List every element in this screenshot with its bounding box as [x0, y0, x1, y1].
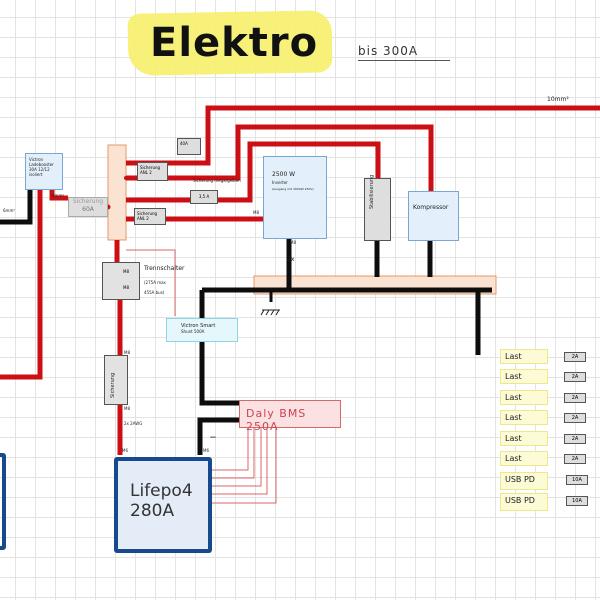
m6-neg-label: M6	[203, 448, 209, 453]
inverter-note: (Ausgang mit 3000W 230V)	[272, 187, 314, 191]
load-fuse-value: 10A	[572, 477, 582, 483]
left-cable-label: 6mm²	[3, 208, 15, 213]
main-fuse-label: Sicherung	[110, 372, 116, 398]
fuse-60a[interactable]: Sicherung 60A	[68, 197, 108, 217]
ground-icon	[260, 309, 280, 316]
fuse-anl-2[interactable]: Sicherung ANL 2	[134, 208, 166, 225]
fuse-anl-1[interactable]: Sicherung ANL 2	[137, 162, 168, 181]
shunt-label: Victron Smart	[181, 323, 216, 329]
wire-stabilizer	[126, 124, 434, 192]
battery-capacity: 280A	[130, 501, 175, 521]
inverter-subtitle: Inverter	[272, 180, 288, 185]
subtitle: bis 300A	[358, 44, 450, 61]
switch-note-1: (275A max	[144, 280, 166, 285]
load-fuse[interactable]: 2A	[564, 372, 586, 382]
load-fuse-value: 2A	[571, 456, 579, 462]
load-item[interactable]: USB PD	[500, 493, 548, 511]
load-item[interactable]: Last	[500, 349, 548, 364]
charger-box[interactable]: Victron Ladebooster 30A 12/12 isoliert	[25, 153, 63, 190]
load-label: Last	[505, 352, 522, 361]
load-fuse[interactable]: 2A	[564, 413, 586, 423]
charger-label: Victron Ladebooster 30A 12/12 isoliert	[29, 157, 54, 177]
load-fuse[interactable]: 2A	[564, 434, 586, 444]
load-fuse[interactable]: 10A	[566, 496, 588, 506]
load-label: USB PD	[505, 475, 535, 484]
wire-shunt-bms	[199, 342, 240, 406]
bms-box[interactable]: Daly BMS 250A	[239, 400, 341, 433]
inverter-m8-label: M8	[253, 210, 259, 215]
wire-charger-out	[49, 190, 68, 201]
battery-box[interactable]: Lifepo4 280A	[114, 457, 212, 553]
battery-cable-label: 2x 2AWG	[124, 421, 143, 426]
minus-sign: —	[210, 434, 216, 441]
load-label: Last	[505, 413, 522, 422]
positive-busbar	[107, 144, 127, 241]
switch-pin-top: M8	[123, 269, 129, 274]
load-item[interactable]: Last	[500, 410, 548, 425]
fuse-60a-value: 60A	[82, 206, 94, 213]
fuse-anl-1-label: Sicherung	[140, 165, 161, 170]
fuse-mega[interactable]: 3,5 A	[190, 190, 218, 204]
load-fuse-value: 2A	[571, 354, 579, 360]
load-item[interactable]: Last	[500, 451, 548, 466]
load-label: Last	[505, 393, 522, 402]
load-fuse[interactable]: 2A	[564, 352, 586, 362]
load-label: Last	[505, 434, 522, 443]
m8-b-label: M8	[124, 406, 130, 411]
disconnect-switch[interactable]: M8 M8	[102, 262, 140, 300]
inverter-box[interactable]: 2500 W Inverter (Ausgang mit 3000W 230V)	[263, 156, 327, 239]
stabilizer-label: Stabilisierung	[369, 174, 375, 209]
load-fuse-value: 2A	[571, 374, 579, 380]
load-fuse-value: 2A	[571, 436, 579, 442]
m6-pos-label: M6	[122, 448, 128, 453]
load-label: Last	[505, 372, 522, 381]
wire-bms-battery	[197, 417, 240, 455]
inverter-neg-label: 2x	[287, 256, 295, 263]
load-label: USB PD	[505, 496, 535, 505]
fuse-40a[interactable]: 40A	[177, 138, 201, 155]
compressor-box[interactable]: Kompressor	[408, 191, 459, 241]
switch-pin-bottom: M8	[123, 285, 129, 290]
bms-label: Daly BMS 250A	[246, 407, 307, 433]
load-label: Last	[505, 454, 522, 463]
load-item[interactable]: Last	[500, 390, 548, 405]
load-fuse-value: 2A	[571, 415, 579, 421]
battery-type: Lifepo4	[130, 481, 193, 501]
inverter-title: 2500 W	[272, 171, 296, 178]
wire-charger-neg	[0, 190, 33, 225]
fuse-40a-value: 40A	[180, 141, 188, 146]
wire-charger-in	[0, 190, 43, 380]
fuse-mega-label: Sicherung mega/gelben	[193, 178, 241, 183]
main-fuse[interactable]: Sicherung	[104, 355, 128, 405]
load-fuse-value: 2A	[571, 395, 579, 401]
page-title: Elektro	[150, 20, 319, 66]
fuse-anl-2-label: Sicherung	[137, 211, 158, 216]
load-fuse-value: 10A	[572, 498, 582, 504]
shunt-sublabel: Shunt 500A	[181, 329, 205, 334]
stabilizer-box[interactable]: Stabilisierung	[364, 175, 391, 241]
load-fuse[interactable]: 10A	[566, 475, 588, 485]
fuse-mega-value: 3,5 A	[198, 194, 210, 199]
compressor-label: Kompressor	[413, 204, 449, 211]
fuse-60a-label: Sicherung	[72, 198, 104, 205]
load-fuse[interactable]: 2A	[564, 454, 586, 464]
charger-small-label: 6mm²	[52, 193, 64, 198]
load-fuse[interactable]: 2A	[564, 393, 586, 403]
second-battery-partial	[0, 453, 6, 550]
load-item[interactable]: Last	[500, 369, 548, 384]
fuse-anl-1-value: ANL 2	[140, 170, 152, 175]
main-cable-label: 10mm²	[547, 96, 569, 103]
switch-note-2: 455A bus)	[144, 290, 165, 295]
load-item[interactable]: USB PD	[500, 472, 548, 490]
shunt-box[interactable]: Victron Smart Shunt 500A	[166, 318, 238, 342]
wire-switch-sense	[126, 249, 176, 316]
load-item[interactable]: Last	[500, 431, 548, 446]
fuse-anl-2-value: ANL 2	[137, 216, 149, 221]
inverter-m8-bottom-label: M8	[290, 240, 296, 245]
switch-label: Trennschalter	[144, 265, 185, 272]
m8-a-label: M8	[124, 350, 130, 355]
